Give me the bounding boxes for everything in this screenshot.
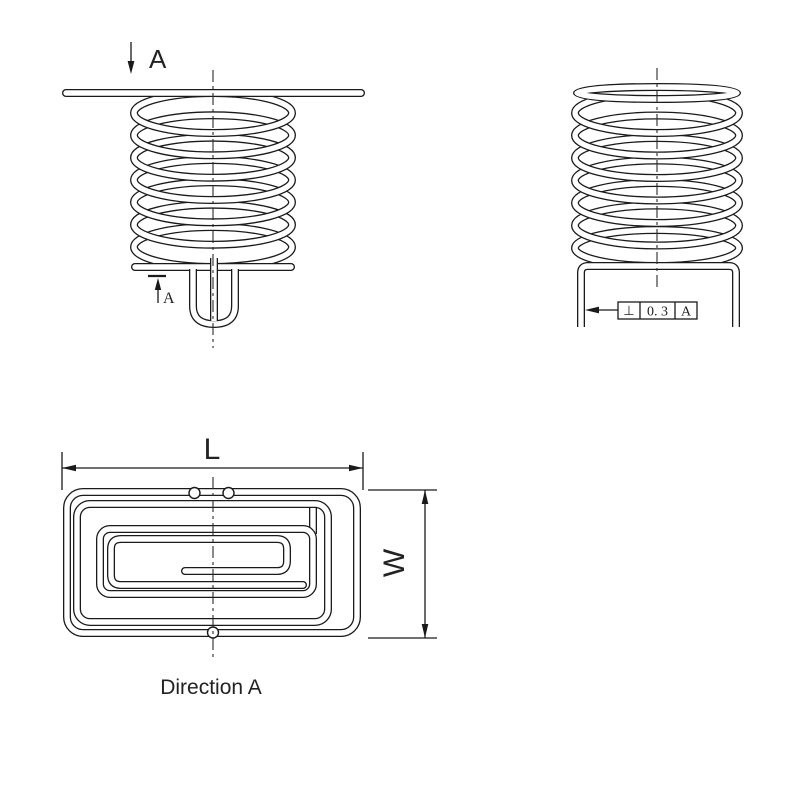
fcf-datum-letter: A	[681, 305, 692, 320]
down-arrow-icon	[127, 61, 135, 74]
fcf-perpendicularity-symbol: ⊥	[623, 304, 634, 319]
top-spiral-inner-turn-and-stub	[107, 535, 307, 589]
dim-arrow-left-icon	[62, 464, 76, 472]
dim-arrow-down-icon	[421, 624, 429, 638]
feature-control-frame: ⊥ 0. 3 A	[585, 301, 698, 320]
dim-width-label: W	[378, 548, 411, 577]
left-arrow-icon	[585, 306, 599, 314]
section-arrow-bottom: A	[148, 274, 175, 307]
section-arrow-top: A	[127, 42, 167, 74]
up-arrow-icon	[154, 278, 162, 290]
wire-end-circle-left	[188, 486, 201, 500]
front-lead-u-bend	[189, 269, 239, 328]
front-view: A A	[62, 42, 365, 348]
top-spiral-turn2	[73, 500, 332, 626]
dim-arrow-up-icon	[421, 490, 429, 504]
fcf-tolerance-value: 0. 3	[647, 305, 668, 320]
top-spiral-turn3	[96, 525, 317, 598]
view-caption: Direction A	[160, 676, 262, 699]
dimension-width: W	[368, 489, 437, 639]
side-view: ⊥ 0. 3 A	[571, 68, 743, 327]
section-label-top: A	[149, 44, 167, 74]
dim-length-label: L	[204, 433, 221, 466]
top-view: L W Direction A	[61, 433, 437, 699]
wire-end-circles	[188, 486, 235, 639]
section-label-bottom: A	[163, 290, 175, 307]
dimension-length: L	[61, 433, 364, 490]
side-bottom-bar-and-legs	[577, 262, 740, 327]
front-coil-turns	[130, 89, 296, 271]
wire-end-circle-right	[222, 486, 235, 500]
fcf-frame	[617, 301, 698, 320]
dim-arrow-right-icon	[349, 464, 363, 472]
